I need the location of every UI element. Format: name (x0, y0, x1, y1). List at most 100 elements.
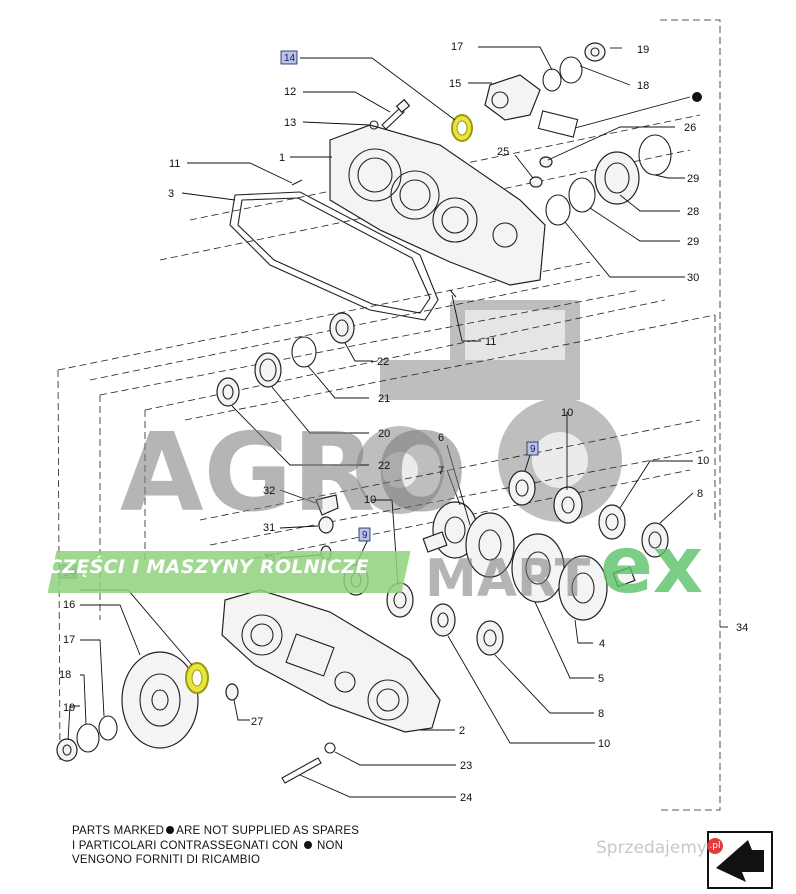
nut-19-lower (56, 738, 78, 762)
site-watermark-tld: .pl (706, 838, 723, 854)
footer-line-2-before: I PARTICOLARI CONTRASSEGNATI CON (72, 839, 299, 852)
callout-c1: 1 (279, 152, 285, 164)
shaft-stub (612, 566, 636, 588)
site-watermark: Sprzedajemy.pl (596, 838, 723, 858)
callout-c17b: 17 (63, 634, 75, 646)
bolt-24 (281, 757, 322, 784)
green-watermark-text: CZĘŚCI I MASZYNY ROLNICZE (48, 556, 369, 578)
upper-gearbox-housing (329, 124, 546, 286)
leader-lines (67, 46, 728, 798)
callout-c5: 5 (598, 673, 604, 685)
circlip-29-lower (568, 177, 596, 213)
callout-c24: 24 (460, 792, 472, 804)
boxed-label-9-upper: 9 (526, 441, 539, 456)
callout-c18b: 18 (59, 669, 71, 681)
seal-18-lower (76, 723, 100, 753)
plate-not-supplied (537, 110, 579, 138)
bearing-cup-20 (254, 352, 282, 388)
lower-gearbox-housing (221, 589, 441, 733)
not-supplied-dot-icon (692, 92, 702, 102)
bearing-lower-mid (430, 603, 456, 637)
callout-c13: 13 (284, 117, 296, 129)
footer-line-2: I PARTICOLARI CONTRASSEGNATI CON NON (72, 839, 359, 854)
seal-18-top (559, 56, 583, 84)
ex-watermark: ex (600, 521, 703, 611)
callout-c28: 28 (687, 206, 699, 218)
callout-c11a: 11 (169, 158, 180, 170)
ring-30 (545, 194, 571, 226)
footer-line-3: VENGONO FORNITI DI RICAMBIO (72, 854, 261, 866)
bearing-9-upper (508, 470, 536, 506)
callout-c19a: 19 (637, 44, 649, 56)
footer-line-1-before: PARTS MARKED (72, 825, 165, 837)
callout-c4: 4 (599, 638, 605, 650)
footer-line-1-after: ARE NOT SUPPLIED AS SPARES (176, 825, 360, 837)
site-watermark-name: Sprzedajemy (596, 838, 707, 858)
callout-c11b: 11 (485, 336, 496, 348)
agro-watermark: AGRO (120, 411, 467, 536)
housing-gasket (229, 191, 439, 321)
callout-c10a: 10 (561, 407, 573, 419)
seal-22-lower (216, 377, 240, 407)
breather-31 (318, 516, 334, 534)
callout-c10d: 10 (598, 738, 610, 750)
callout-c31: 31 (263, 522, 275, 534)
callout-c29a: 29 (687, 173, 699, 185)
callout-c17a: 17 (451, 41, 463, 53)
bearing-28 (594, 151, 640, 205)
callout-c6: 6 (438, 432, 444, 444)
footer-line-2-after: NON (317, 839, 344, 852)
footer-note: PARTS MARKED ARE NOT SUPPLIED AS SPARES I… (72, 824, 359, 868)
circlip-29-upper (638, 134, 672, 176)
bearing-10-right (598, 504, 626, 540)
callout-c19b: 19 (63, 702, 75, 714)
boxed-label-9-lower: 9 (358, 527, 371, 542)
callout-c8b: 8 (598, 708, 604, 720)
footer-dot-icon (303, 840, 312, 849)
svg-text:14: 14 (284, 53, 296, 64)
callout-c2: 2 (459, 725, 465, 737)
callout-c21: 21 (378, 393, 390, 405)
seal-17-top (542, 68, 562, 92)
svg-text:9: 9 (362, 530, 368, 541)
callout-c29b: 29 (687, 236, 699, 248)
callout-c7: 7 (438, 465, 444, 477)
gear-6 (465, 512, 515, 578)
callout-c3: 3 (168, 188, 174, 200)
bearing-8-lower (476, 620, 504, 656)
callout-c18a: 18 (637, 80, 649, 92)
bearing-8-right (641, 522, 669, 558)
boxed-label-14-top: 14 (280, 50, 298, 65)
bearing-10-upper (553, 486, 583, 524)
callout-c27: 27 (251, 716, 263, 728)
mart-watermark: MART (425, 549, 591, 609)
callout-c32: 32 (263, 485, 275, 497)
tractor-watermark-icon (356, 300, 622, 522)
ring-21 (291, 336, 317, 368)
callout-c12: 12 (284, 86, 296, 98)
housing-gasket-inner (237, 197, 431, 314)
callout-c25: 25 (497, 146, 509, 158)
plug-27 (225, 683, 239, 701)
callout-c30: 30 (687, 272, 699, 284)
bolt-12 (381, 98, 411, 130)
callout-c23: 23 (460, 760, 472, 772)
svg-text:9: 9 (530, 444, 536, 455)
callout-c34: 34 (736, 622, 748, 634)
footer-line-1: PARTS MARKED ARE NOT SUPPLIED AS SPARES (72, 824, 359, 839)
flange-16 (121, 651, 199, 749)
callout-c22b: 22 (378, 460, 390, 472)
pin-11-upper (291, 179, 303, 186)
callout-c22a: 22 (377, 356, 389, 368)
plug-32 (315, 494, 339, 516)
callout-c10c: 10 (364, 494, 376, 506)
callout-c15: 15 (449, 78, 461, 90)
footer-dot-icon (166, 826, 175, 834)
callout-c16: 16 (63, 599, 75, 611)
callout-c26: 26 (684, 122, 696, 134)
callout-c8a: 8 (697, 488, 703, 500)
flange-yoke (484, 74, 541, 121)
nut-19-top (584, 42, 606, 62)
callout-c20: 20 (378, 428, 390, 440)
